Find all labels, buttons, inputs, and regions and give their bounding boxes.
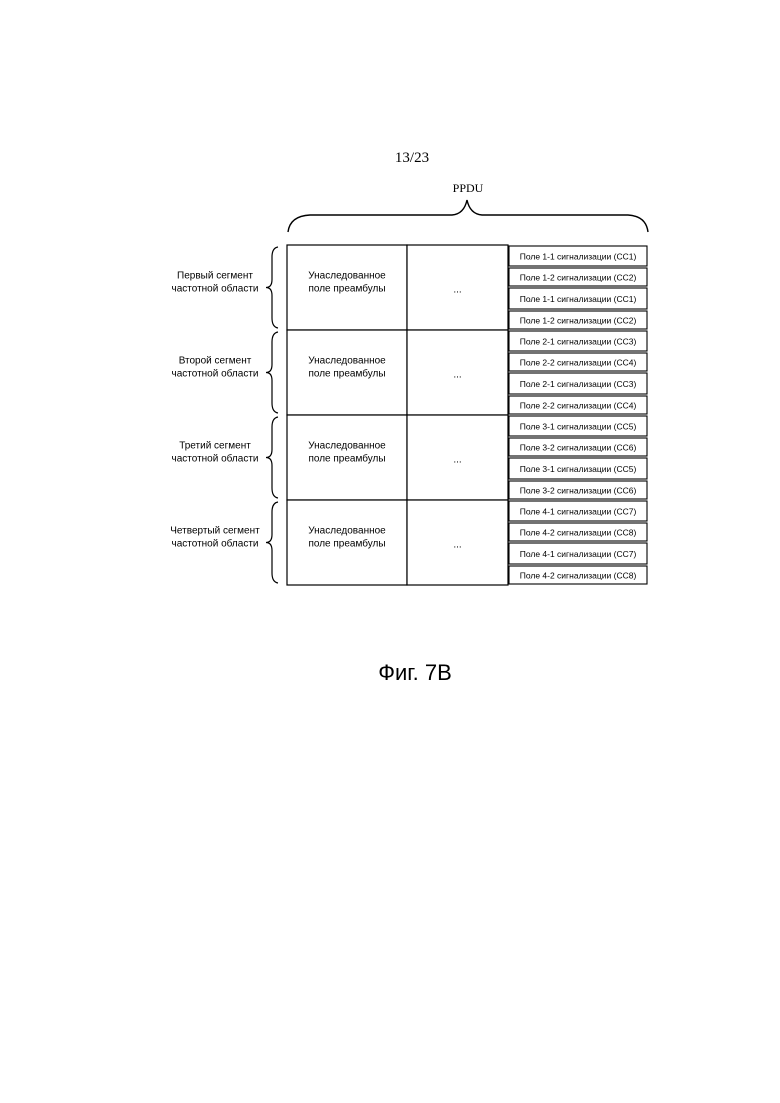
segment-4: Четвертый сегментчастотной области Унасле… xyxy=(170,500,647,585)
ppdu-brace xyxy=(288,200,648,232)
signaling-field-label: Поле 2-2 сигнализации (CC4) xyxy=(520,401,637,411)
segment-2: Второй сегментчастотной области Унаследов… xyxy=(171,330,647,415)
segment-label-line: Первый сегмент xyxy=(177,271,253,282)
preamble-label-line: поле преамбулы xyxy=(308,453,385,465)
segment-brace xyxy=(266,417,278,498)
ppdu-label: PPDU xyxy=(453,181,484,195)
preamble-label-line: Унаследованное xyxy=(308,271,386,282)
segment-label-line: Третий сегмент xyxy=(179,441,251,452)
signaling-field-label: Поле 4-1 сигнализации (CC7) xyxy=(520,549,637,559)
signaling-field-label: Поле 3-1 сигнализации (CC5) xyxy=(520,422,637,432)
preamble-label-line: поле преамбулы xyxy=(308,538,385,550)
segment-brace xyxy=(266,247,278,328)
preamble-label-line: поле преамбулы xyxy=(308,283,385,295)
figure-caption: Фиг. 7B xyxy=(378,660,452,685)
signaling-field-label: Поле 1-2 сигнализации (CC2) xyxy=(520,316,637,326)
preamble-label-line: Унаследованное xyxy=(308,356,386,367)
signaling-field-label: Поле 1-1 сигнализации (CC1) xyxy=(520,252,637,262)
signaling-field-label: Поле 3-1 сигнализации (CC5) xyxy=(520,464,637,474)
segment-brace xyxy=(266,332,278,413)
signaling-field-label: Поле 3-2 сигнализации (CC6) xyxy=(520,443,637,453)
segment-label-line: частотной области xyxy=(171,453,258,465)
preamble-label-line: поле преамбулы xyxy=(308,368,385,380)
preamble-label-line: Унаследованное xyxy=(308,526,386,537)
segment-label-line: частотной области xyxy=(171,538,258,550)
signaling-field-label: Поле 4-1 сигнализации (CC7) xyxy=(520,507,637,517)
segments: Первый сегментчастотной областиУнаследов… xyxy=(170,245,647,585)
signaling-field-label: Поле 2-1 сигнализации (CC3) xyxy=(520,379,637,389)
segment-1: Первый сегментчастотной области Унаследов… xyxy=(171,245,647,330)
ellipsis-text: ... xyxy=(453,285,461,296)
ellipsis-text: ... xyxy=(453,540,461,551)
ellipsis-text: ... xyxy=(453,370,461,381)
ellipsis-text: ... xyxy=(453,455,461,466)
signaling-field-label: Поле 3-2 сигнализации (CC6) xyxy=(520,486,637,496)
segment-brace xyxy=(266,502,278,583)
signaling-field-label: Поле 2-2 сигнализации (CC4) xyxy=(520,358,637,368)
segment-label-line: Второй сегмент xyxy=(179,356,252,367)
signaling-field-label: Поле 4-2 сигнализации (CC8) xyxy=(520,571,637,581)
signaling-field-label: Поле 2-1 сигнализации (CC3) xyxy=(520,337,637,347)
page-number: 13/23 xyxy=(395,150,429,166)
segment-label-line: Четвертый сегмент xyxy=(170,526,260,537)
signaling-field-label: Поле 4-2 сигнализации (CC8) xyxy=(520,528,637,538)
segment-label-line: частотной области xyxy=(171,283,258,295)
preamble-label-line: Унаследованное xyxy=(308,441,386,452)
signaling-field-label: Поле 1-1 сигнализации (CC1) xyxy=(520,294,637,304)
signaling-field-label: Поле 1-2 сигнализации (CC2) xyxy=(520,273,637,283)
segment-label-line: частотной области xyxy=(171,368,258,380)
segment-3: Третий сегментчастотной области Унаследов… xyxy=(171,415,647,500)
